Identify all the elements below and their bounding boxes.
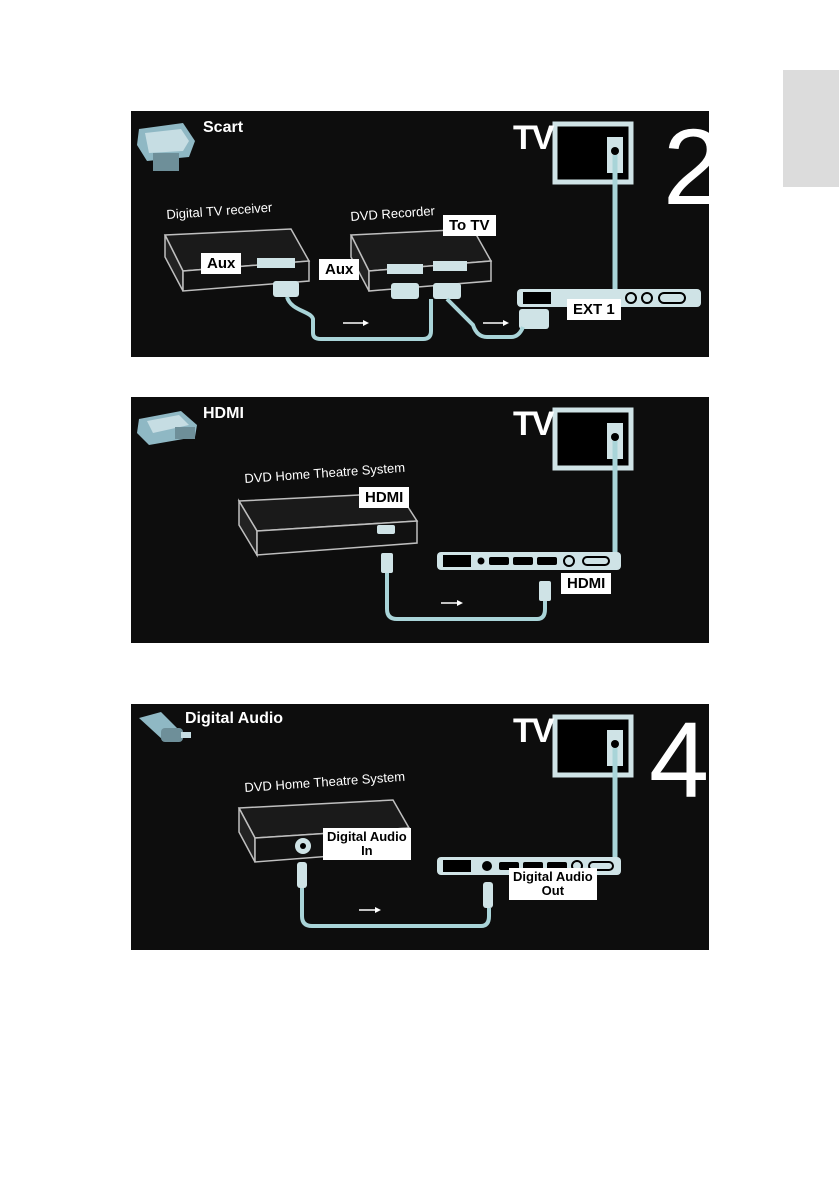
- tv-label: TV: [513, 712, 554, 750]
- digital-audio-diagram-panel: Digital Audio TV 4 DVD Home Theatre Syst…: [131, 704, 709, 950]
- hdmi-diagram-panel: HDMI TV DVD Home Theatre System HDMI HDM…: [131, 397, 709, 643]
- signal-arrow: [359, 907, 381, 913]
- coaxial-plugs: [297, 862, 493, 908]
- port-tag-to-tv: To TV: [443, 215, 496, 236]
- tv-label: TV: [513, 405, 554, 443]
- digital-audio-diagram-graphics: [139, 712, 634, 928]
- tv-icon: [552, 407, 634, 471]
- signal-arrow: [483, 320, 509, 326]
- port-tag-aux: Aux: [319, 259, 360, 280]
- port-tag-digital-audio-out: Digital Audio Out: [509, 868, 597, 900]
- tv-label: TV: [513, 119, 554, 157]
- tv-icon: [552, 714, 634, 778]
- scart-plugs: [273, 281, 549, 329]
- scart-cable-2: [445, 297, 525, 339]
- port-tag-ext1: EXT 1: [567, 299, 621, 320]
- hdmi-connector-icon: [137, 411, 197, 445]
- hdmi-diagram-graphics: [137, 407, 634, 621]
- tv-connector-panel: [517, 289, 701, 307]
- panel-title: Digital Audio: [185, 710, 284, 727]
- tag-line: Out: [541, 883, 565, 898]
- tag-line: Digital Audio: [513, 869, 593, 884]
- step-number: 2: [663, 111, 709, 227]
- signal-arrow: [343, 320, 369, 326]
- step-number: 4: [649, 704, 709, 820]
- port-tag-hdmi: HDMI: [359, 487, 410, 508]
- scart-diagram-panel: Scart TV 2 Digital TV receiver DVD Recor…: [131, 111, 709, 357]
- port-tag-hdmi: HDMI: [561, 573, 612, 594]
- coaxial-connector-icon: [139, 712, 191, 742]
- tv-icon: [552, 121, 634, 185]
- scart-cable-1: [285, 296, 433, 341]
- hdmi-plugs: [381, 553, 551, 601]
- hdmi-cable: [385, 573, 547, 621]
- scart-diagram-graphics: [137, 121, 701, 341]
- port-tag-aux: Aux: [201, 253, 242, 274]
- panel-title: HDMI: [203, 405, 244, 422]
- port-tag-digital-audio-in: Digital Audio In: [323, 828, 411, 860]
- coaxial-cable: [300, 888, 491, 928]
- scart-connector-icon: [137, 123, 195, 171]
- tag-line: In: [361, 843, 373, 858]
- panel-title: Scart: [203, 119, 244, 136]
- page-edge-tab: [783, 70, 839, 187]
- tv-connector-panel: [437, 552, 621, 570]
- signal-arrow: [441, 600, 463, 606]
- tag-line: Digital Audio: [327, 829, 407, 844]
- dvd-recorder-device: [349, 228, 493, 292]
